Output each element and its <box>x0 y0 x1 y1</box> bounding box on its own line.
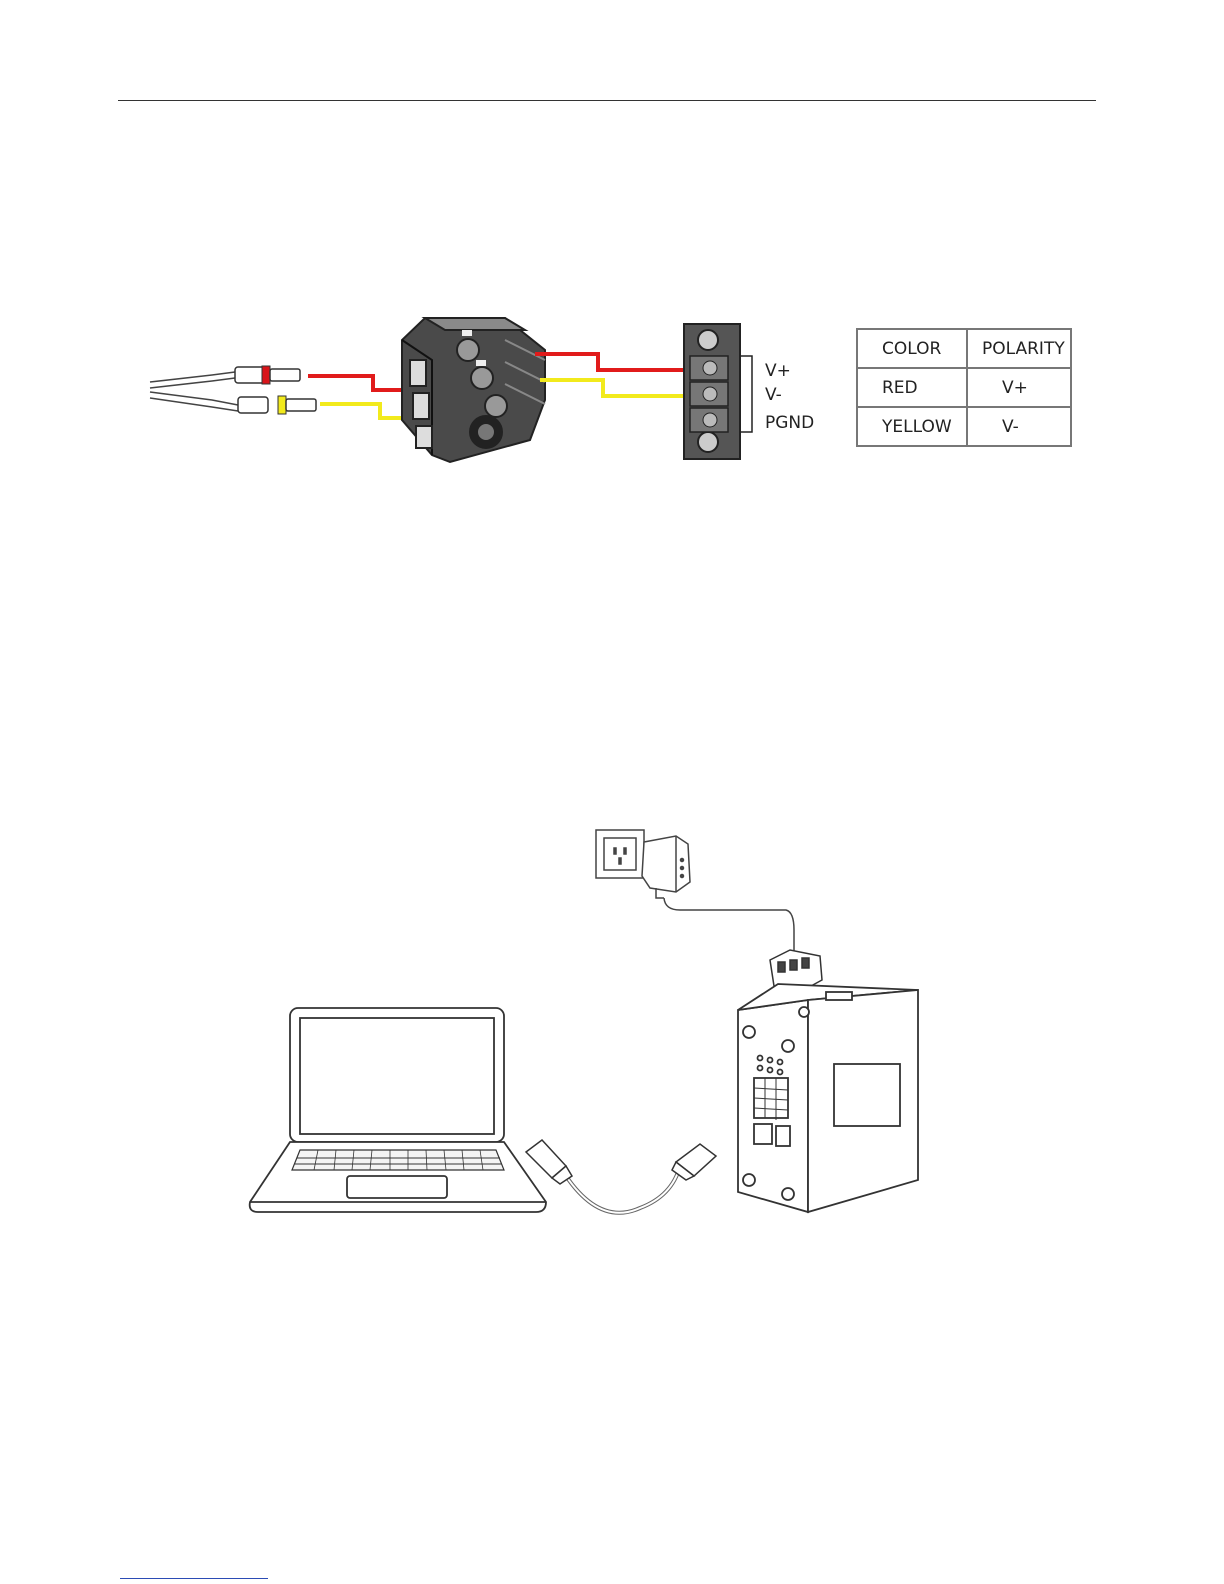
connection-diagram <box>0 800 1000 1220</box>
yellow-wire-right <box>540 380 688 396</box>
table-row: RED V+ <box>857 368 1071 407</box>
terminal-label-v-plus: V+ <box>765 361 791 381</box>
terminal-plug <box>402 318 545 462</box>
table-cell-polarity: V- <box>967 407 1071 446</box>
table-cell-polarity: V+ <box>967 368 1071 407</box>
table-cell-color: RED <box>857 368 967 407</box>
wall-outlet-icon <box>596 830 644 878</box>
table-header-row: COLOR POLARITY <box>857 329 1071 368</box>
terminal-label-v-minus: V- <box>765 385 782 405</box>
power-cable <box>150 372 238 411</box>
device-power-socket <box>684 324 752 459</box>
laptop-icon <box>250 1008 546 1212</box>
table-cell-color: YELLOW <box>857 407 967 446</box>
power-adapter-icon <box>642 836 690 898</box>
red-wire-right <box>535 354 688 370</box>
power-wiring-diagram: V+ V- PGND <box>0 300 850 480</box>
terminal-label-pgnd: PGND <box>765 413 814 433</box>
router-device-icon <box>738 984 918 1212</box>
table-header-polarity: POLARITY <box>967 329 1071 368</box>
table-row: YELLOW V- <box>857 407 1071 446</box>
table-header-color: COLOR <box>857 329 967 368</box>
header-rule <box>118 100 1096 101</box>
ferrule-positive <box>235 366 300 384</box>
ethernet-cable-icon <box>526 1140 716 1213</box>
footer-link-underline <box>120 1578 268 1579</box>
ferrule-negative <box>238 396 316 414</box>
adapter-cable <box>664 898 794 952</box>
polarity-table: COLOR POLARITY RED V+ YELLOW V- <box>856 328 1072 447</box>
